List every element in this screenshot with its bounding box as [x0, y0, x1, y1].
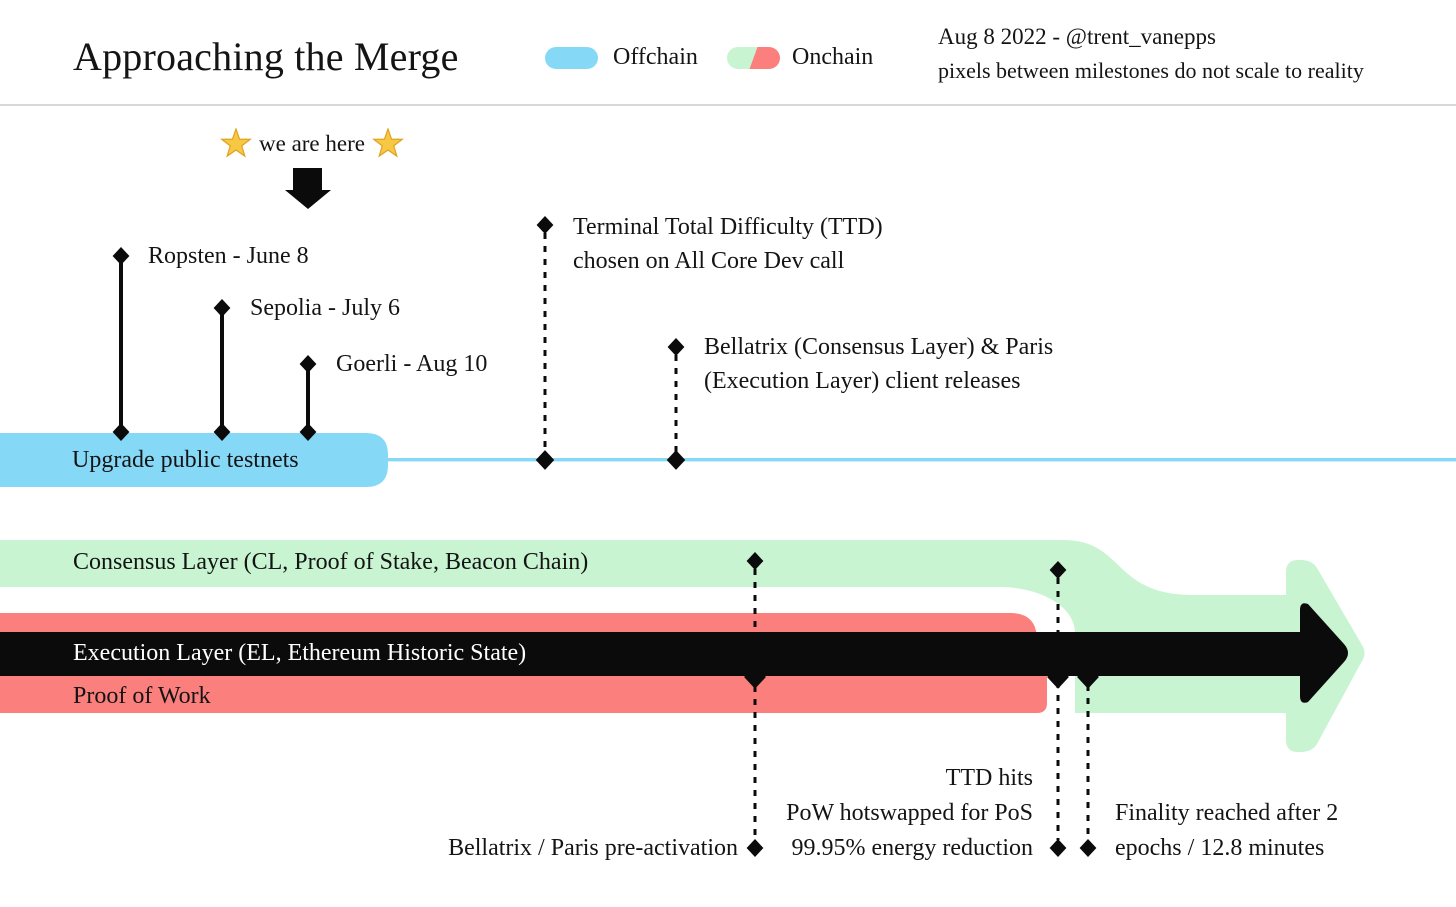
- diamond-icon: [746, 839, 764, 857]
- onchain-legend-swatch-icon: [727, 47, 780, 69]
- star-icon: [371, 128, 404, 158]
- execution-arrow: [0, 603, 1348, 703]
- milestone-label-bellatrix-paris: Bellatrix (Consensus Layer) & Paris (Exe…: [704, 330, 1053, 398]
- offchain-track-line: [386, 458, 1456, 462]
- annotation-pre-activation: Bellatrix / Paris pre-activation: [448, 835, 738, 861]
- legend-label-offchain: Offchain: [613, 44, 698, 70]
- diamond-icon: [213, 299, 231, 317]
- milestone-label-sepolia: Sepolia - July 6: [250, 295, 400, 321]
- ttd-hits-line3: 99.95% energy reduction: [791, 835, 1034, 861]
- finality-line2: epochs / 12.8 minutes: [1115, 835, 1325, 861]
- diamond-icon: [112, 247, 130, 265]
- bellatrix-line2: (Execution Layer) client releases: [704, 368, 1021, 394]
- diamond-icon: [535, 450, 555, 470]
- ttd-line1: Terminal Total Difficulty (TTD): [573, 214, 883, 240]
- annotation-finality: Finality reached after 2 epochs / 12.8 m…: [1115, 796, 1338, 866]
- here-down-arrow-icon: [285, 168, 331, 209]
- milestone-label-ropsten: Ropsten - June 8: [148, 243, 309, 269]
- diamond-icon: [299, 355, 317, 373]
- page-title: Approaching the Merge: [73, 34, 459, 79]
- offchain-legend-swatch-icon: [545, 47, 598, 69]
- ttd-hits-line2: PoW hotswapped for PoS: [786, 800, 1033, 826]
- header-divider: [0, 104, 1456, 106]
- diamond-icon: [536, 216, 554, 234]
- testnet-milestone-lines: [119, 258, 310, 430]
- track-label-testnets: Upgrade public testnets: [72, 447, 299, 473]
- diamond-icon: [1049, 839, 1067, 857]
- byline: Aug 8 2022 - @trent_vanepps: [938, 24, 1216, 49]
- diamond-icon: [1079, 839, 1097, 857]
- here-marker-label: we are here: [259, 131, 365, 156]
- ttd-line2: chosen on All Core Dev call: [573, 248, 845, 274]
- legend-label-onchain: Onchain: [792, 44, 874, 70]
- dashed-connectors: [543, 233, 1090, 840]
- diamond-icon: [667, 338, 685, 356]
- track-label-consensus: Consensus Layer (CL, Proof of Stake, Bea…: [73, 549, 589, 575]
- scale-note: pixels between milestones do not scale t…: [938, 58, 1364, 83]
- star-icon: [220, 128, 252, 158]
- track-label-pow: Proof of Work: [73, 683, 211, 709]
- track-label-execution: Execution Layer (EL, Ethereum Historic S…: [73, 640, 527, 666]
- milestone-label-ttd: Terminal Total Difficulty (TTD) chosen o…: [573, 210, 883, 278]
- diamond-icon: [666, 450, 686, 470]
- bellatrix-line1: Bellatrix (Consensus Layer) & Paris: [704, 334, 1054, 360]
- annotation-ttd-hits: TTD hits PoW hotswapped for PoS 99.95% e…: [786, 761, 1033, 866]
- milestone-label-goerli: Goerli - Aug 10: [336, 351, 488, 377]
- ttd-hits-line1: TTD hits: [945, 765, 1033, 791]
- here-marker: we are here: [220, 128, 404, 160]
- finality-line1: Finality reached after 2: [1115, 800, 1339, 826]
- offchain-track-bar: [0, 433, 388, 487]
